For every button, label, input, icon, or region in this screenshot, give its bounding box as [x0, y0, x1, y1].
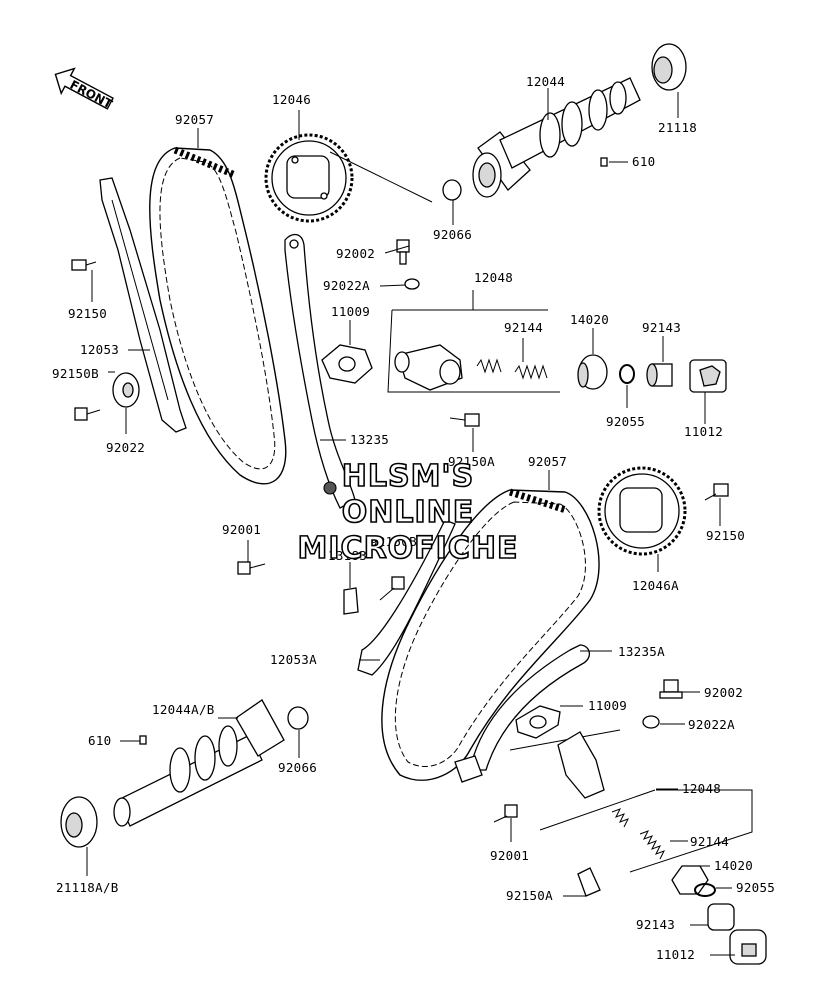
spring-92144-bottom: [611, 808, 666, 860]
pin-610-bottom: [139, 735, 147, 745]
label-92150A-bottom: 92150A: [506, 888, 553, 903]
bolt-92150A-top: [449, 413, 480, 427]
cap-bolt-11012-bottom: [729, 929, 767, 965]
label-92055-bottom: 92055: [736, 880, 775, 895]
camshaft-12044AB: [113, 699, 285, 827]
label-92022A-bottom: 92022A: [688, 717, 735, 732]
chain-guide-12053A: [357, 519, 456, 676]
label-14020-bottom: 14020: [714, 858, 753, 873]
watermark: HLSM'S ONLINE MICROFICHE: [297, 458, 519, 567]
tensioner-assembly-12048-bottom: [509, 729, 753, 873]
watermark-line2: ONLINE: [342, 495, 475, 530]
label-92022: 92022: [106, 440, 145, 455]
tensioner-guide-13235: [284, 233, 356, 509]
cap-92066-bottom: [287, 706, 309, 730]
camshaft-sprocket-12046: [264, 133, 354, 223]
bolt-92002-bottom: [659, 679, 683, 699]
label-92066-top: 92066: [433, 227, 472, 242]
label-12044: 12044: [526, 74, 565, 89]
label-12053A: 12053A: [270, 652, 317, 667]
label-12046: 12046: [272, 92, 311, 107]
label-21118: 21118: [658, 120, 697, 135]
label-92002-top: 92002: [336, 246, 375, 261]
bolt-92001-bottom: [493, 804, 518, 823]
label-92143-bottom: 92143: [636, 917, 675, 932]
front-arrow-icon: FRONT: [54, 67, 116, 112]
label-13183: 13183: [328, 548, 367, 563]
washer-92022A-top: [404, 278, 420, 290]
collar-92143-bottom: [707, 903, 735, 931]
label-21118AB: 21118A/B: [56, 880, 119, 895]
label-12053: 12053: [80, 342, 119, 357]
chain-guide-12053: [99, 177, 187, 433]
cap-92066-top: [442, 179, 462, 201]
bolt-92150-left: [71, 259, 97, 271]
oring-92055-top: [619, 364, 635, 384]
bolt-92150A-bottom: [577, 867, 601, 897]
bolt-92001-left: [237, 561, 266, 575]
part-labels: 12046 12044 92057 21118 610 92066 92150 …: [52, 74, 775, 962]
label-610-bottom: 610: [88, 733, 111, 748]
watermark-line3: MICROFICHE: [298, 531, 519, 566]
label-11012-top: 11012: [684, 424, 723, 439]
label-12046A: 12046A: [632, 578, 679, 593]
gasket-11009-bottom: [515, 705, 561, 739]
cam-chain-92057-left: [149, 146, 287, 485]
label-92055-top: 92055: [606, 414, 645, 429]
label-610-top: 610: [632, 154, 655, 169]
label-92150-right: 92150: [706, 528, 745, 543]
label-92057-middle: 92057: [528, 454, 567, 469]
washer-92022A-bottom: [642, 715, 660, 729]
spring-92144-top: [476, 358, 548, 380]
cap-bolt-11012-top: [689, 359, 727, 393]
label-92057-top: 92057: [175, 112, 214, 127]
plate-21118AB: [60, 796, 98, 848]
label-92001-bottom: 92001: [490, 848, 529, 863]
pin-610-top: [600, 157, 608, 167]
oring-92055-bottom: [694, 883, 716, 897]
label-92143-top: 92143: [642, 320, 681, 335]
label-92002-bottom: 92002: [704, 685, 743, 700]
label-12048-top: 12048: [474, 270, 513, 285]
label-92022A-top: 92022A: [323, 278, 370, 293]
bolt-92150B-left: [74, 407, 101, 421]
label-13235: 13235: [350, 432, 389, 447]
label-92144-top: 92144: [504, 320, 543, 335]
leader-lines: [86, 88, 735, 956]
front-arrow-label: FRONT: [68, 78, 116, 112]
bolt-92002-top: [396, 239, 410, 265]
label-11009-top: 11009: [331, 304, 370, 319]
gasket-11009-top: [321, 344, 373, 384]
label-92150A-top: 92150A: [448, 454, 495, 469]
label-11009-bottom: 11009: [588, 698, 627, 713]
bolt-92150-right: [704, 483, 729, 501]
washer-92022: [112, 372, 140, 408]
label-92150B-left: 92150B: [52, 366, 99, 381]
watermark-line1: HLSM'S: [342, 459, 474, 494]
label-92066-bottom: 92066: [278, 760, 317, 775]
tensioner-guide-13235A: [454, 644, 590, 783]
label-92150-left: 92150: [68, 306, 107, 321]
collar-92143-top: [646, 363, 673, 387]
camshaft-12044: [472, 77, 641, 198]
label-14020-top: 14020: [570, 312, 609, 327]
tensioner-assembly-12048-top: [387, 309, 560, 393]
bracket-13183: [343, 587, 359, 615]
camshaft-sprocket-12046A: [597, 466, 687, 556]
cap-14020-bottom: [671, 865, 709, 895]
bolt-92150B-middle: [379, 576, 405, 601]
label-92001-left: 92001: [222, 522, 261, 537]
label-92150B-middle: 92150B: [370, 534, 417, 549]
plate-21118: [651, 43, 687, 91]
label-13235A: 13235A: [618, 644, 665, 659]
label-11012-bottom: 11012: [656, 947, 695, 962]
label-12048-bottom: 12048: [682, 781, 721, 796]
cam-chain-92057-right: [381, 488, 600, 781]
cap-14020-top: [577, 354, 608, 390]
label-12044AB: 12044A/B: [152, 702, 215, 717]
label-92144-bottom: 92144: [690, 834, 729, 849]
